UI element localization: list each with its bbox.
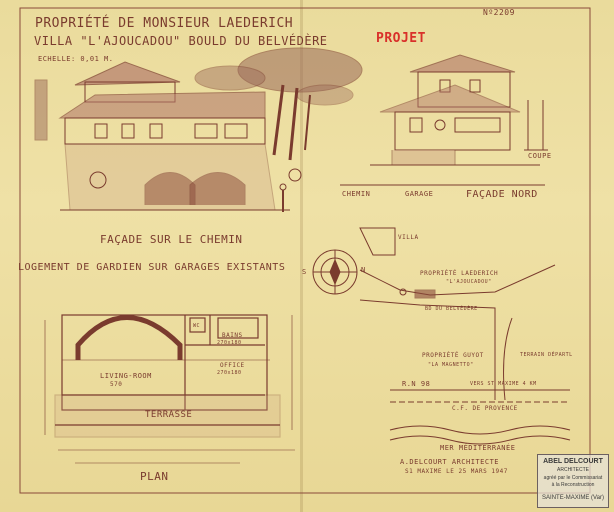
title-line-2: VILLA "L'AJOUCADOU" BOULD DU BELVÉDÈRE <box>34 34 328 48</box>
stamp-city: SAINTE-MAXIME (Var) <box>542 495 604 501</box>
compass-south: S <box>302 268 307 276</box>
plan-title: PLAN <box>140 470 169 483</box>
office-label: OFFICE <box>220 362 245 369</box>
bains-dimension: 270x180 <box>217 340 242 346</box>
living-room-label: LIVING-ROOM <box>100 372 152 380</box>
logement-title: LOGEMENT DE GARDIEN SUR GARAGES EXISTANT… <box>18 262 286 273</box>
scale-label: ECHELLE: 0,01 M. <box>38 55 114 63</box>
site-map <box>359 227 571 445</box>
wc-label: WC <box>193 323 201 329</box>
title-line-1: PROPRIÉTÉ DE MONSIEUR LAEDERICH <box>35 16 294 31</box>
vers-ste-maxime: VERS ST MAXIME 4 KM <box>470 381 537 387</box>
villa-box-label: VILLA <box>398 234 419 241</box>
floor-plan <box>44 314 295 464</box>
drawing-number: Nº2209 <box>483 8 515 17</box>
facade-nord-elevation <box>340 54 548 186</box>
compass-rose <box>312 249 358 295</box>
terrasse-label: TERRASSE <box>145 410 193 420</box>
propriete-laederich: PROPRIÉTÉ LAEDERICH <box>420 270 499 277</box>
architect-place-date: S1 MAXIME LE 25 MARS 1947 <box>405 468 508 475</box>
facade-chemin-elevation <box>34 47 363 212</box>
route-nationale: R.N 98 <box>402 380 431 388</box>
facade-nord-title: FAÇADE NORD <box>466 189 538 200</box>
magnetto-label: "LA MAGNETTO" <box>428 362 474 368</box>
belvedere-label: BD DU BELVÉDÈRE <box>425 306 478 312</box>
chemin-de-fer: C.F. DE PROVENCE <box>452 405 518 412</box>
facade-chemin-title: FAÇADE SUR LE CHEMIN <box>100 233 243 246</box>
stamp-line-3: agréé par le Commissariat <box>543 475 603 481</box>
ajoucadou-label: "L'AJOUCADOU" <box>446 279 492 285</box>
office-dimension: 270x180 <box>217 370 242 376</box>
stamp-title: ARCHITECTE <box>557 467 589 473</box>
compass-north: N <box>361 266 366 274</box>
living-room-dimension: 570 <box>110 381 123 388</box>
architect-stamp: ABEL DELCOURT ARCHITECTE agréé par le Co… <box>537 454 609 508</box>
garage-label: GARAGE <box>405 190 434 198</box>
coupe-label: COUPE <box>528 152 552 160</box>
architect-name: A.DELCOURT ARCHITECTE <box>400 458 500 466</box>
pine-canopy <box>237 47 363 93</box>
stamp-name: ABEL DELCOURT <box>543 458 603 465</box>
projet-label: PROJET <box>376 31 426 46</box>
paper-fold <box>300 0 303 512</box>
terrain-departemental: TERRAIN DÉPARTL <box>520 352 573 358</box>
bains-label: BAINS <box>222 332 243 339</box>
mer-mediterranee: MER MÉDITERRANÉE <box>440 444 516 452</box>
stamp-line-4: à la Reconstruction <box>551 482 595 488</box>
propriete-guyot: PROPRIÉTÉ GUYOT <box>422 352 484 359</box>
chemin-label: CHEMIN <box>342 190 371 198</box>
drawing-border <box>19 7 591 494</box>
